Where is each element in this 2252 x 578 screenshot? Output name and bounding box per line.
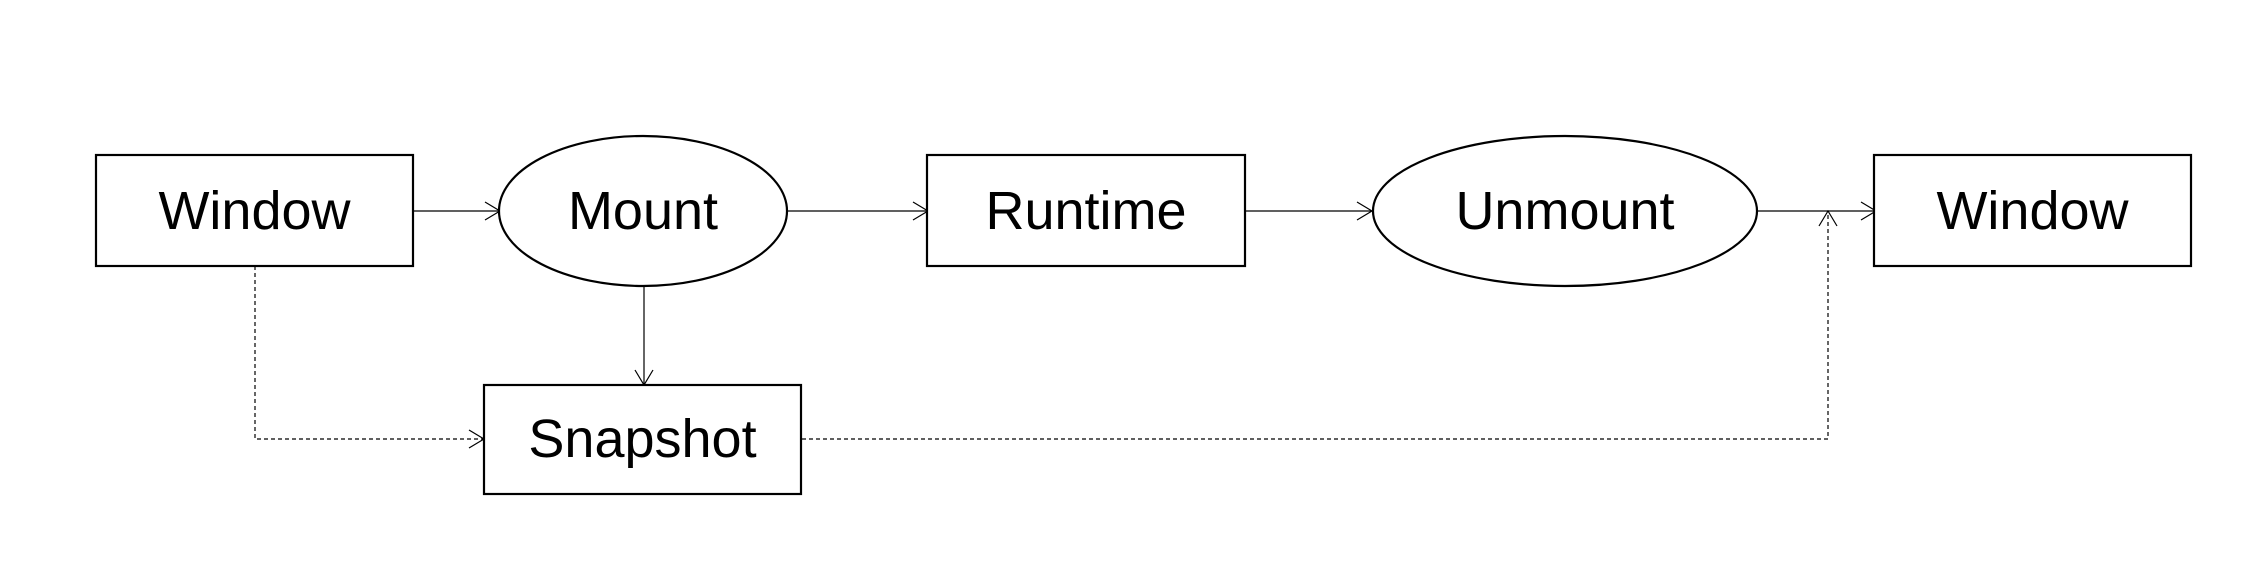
node-window-start-label: Window	[158, 181, 351, 241]
edge-mount-to-runtime	[788, 201, 930, 221]
node-snapshot-label: Snapshot	[528, 409, 756, 469]
edge-snapshot-to-window-dashed	[802, 209, 1838, 440]
edge-window-to-mount	[414, 201, 502, 221]
edge-mount-to-snapshot	[634, 286, 654, 387]
node-window-end: Window	[1872, 153, 2193, 268]
node-unmount-label: Unmount	[1455, 181, 1674, 241]
node-window-start: Window	[94, 153, 415, 268]
edge-runtime-to-unmount	[1246, 201, 1374, 221]
node-runtime-label: Runtime	[985, 181, 1186, 241]
node-mount: Mount	[497, 134, 789, 288]
node-window-end-label: Window	[1936, 181, 2129, 241]
node-runtime: Runtime	[925, 153, 1247, 268]
edge-unmount-to-window	[1758, 201, 1878, 221]
node-snapshot: Snapshot	[482, 383, 803, 496]
edge-window-to-snapshot-dashed	[254, 266, 486, 449]
node-unmount: Unmount	[1371, 134, 1759, 288]
node-mount-label: Mount	[568, 181, 718, 241]
